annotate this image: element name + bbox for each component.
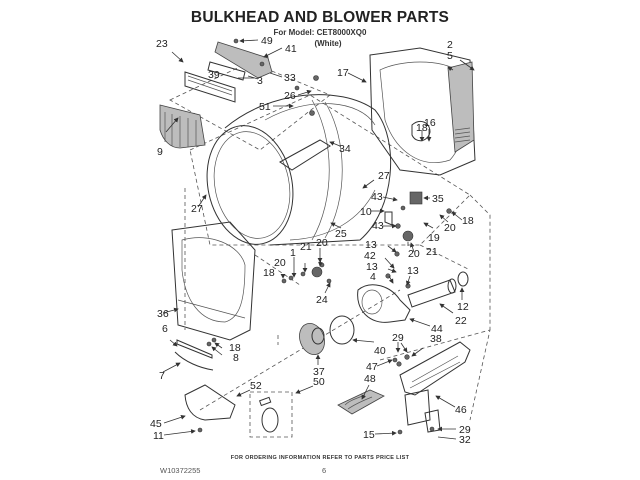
- callout-43-lower: 43: [372, 220, 384, 232]
- callout-2: 2: [447, 39, 453, 51]
- callout-3: 3: [257, 75, 263, 87]
- callout-39: 39: [208, 69, 220, 81]
- part-drum: [206, 94, 392, 246]
- callout-52: 52: [250, 380, 262, 392]
- callout-47: 47: [366, 361, 378, 373]
- callout-20-right: 20: [444, 222, 456, 234]
- part-blower-housing: [357, 284, 411, 323]
- callout-46: 46: [455, 404, 467, 416]
- callout-17: 17: [337, 67, 349, 79]
- callout-38: 38: [430, 333, 442, 345]
- callout-8: 8: [233, 352, 239, 364]
- part-heater-element: [337, 389, 385, 415]
- callout-15: 15: [363, 429, 375, 441]
- callout-leaders: [162, 38, 475, 440]
- callout-33: 33: [284, 72, 296, 84]
- callout-20-left: 20: [274, 257, 286, 269]
- callout-48: 48: [364, 373, 376, 385]
- callout-21-left: 21: [300, 241, 312, 253]
- callout-51: 51: [259, 101, 271, 113]
- callout-16: 16: [424, 117, 436, 129]
- callout-23: 23: [156, 38, 168, 50]
- callout-13-mid: 13: [366, 261, 378, 273]
- callout-20-mid: 20: [408, 248, 420, 260]
- callout-25: 25: [335, 228, 347, 240]
- callout-9: 9: [157, 146, 163, 158]
- callout-13-top: 13: [365, 239, 377, 251]
- callout-34: 34: [339, 143, 351, 155]
- diagram-title: BULKHEAD AND BLOWER PARTS: [190, 9, 450, 26]
- part-blower-outlet-housing: [184, 384, 236, 421]
- part-rear-bulkhead: [369, 47, 476, 176]
- callout-18-front: 18: [263, 267, 275, 279]
- part-exhaust-duct: [407, 271, 469, 308]
- callout-27-right: 27: [378, 170, 390, 182]
- callout-26: 26: [284, 90, 296, 102]
- assembly-guide-lines: [169, 61, 491, 421]
- callout-27-left: 27: [191, 203, 203, 215]
- callout-44: 44: [431, 323, 443, 335]
- document-number: W10372255: [160, 466, 201, 475]
- part-seal-ring: [329, 315, 355, 345]
- part-belt-kit: [249, 391, 293, 438]
- callout-18-rear: 18: [416, 122, 428, 134]
- fasteners: [197, 38, 452, 435]
- callout-43-upper: 43: [371, 191, 383, 203]
- callout-36: 36: [157, 308, 169, 320]
- color-line: (White): [314, 39, 342, 48]
- callout-10: 10: [360, 206, 372, 218]
- callout-29-upper: 29: [392, 332, 404, 344]
- callout-35: 35: [432, 193, 444, 205]
- callout-29-lower: 29: [459, 424, 471, 436]
- callout-6: 6: [162, 323, 168, 335]
- callout-20-top: 20: [316, 237, 328, 249]
- part-heater-duct: [399, 341, 471, 433]
- callout-24: 24: [316, 294, 328, 306]
- callout-18-motor: 18: [462, 215, 474, 227]
- part-front-bulkhead: [171, 221, 256, 341]
- callout-12: 12: [457, 301, 469, 313]
- model-line: For Model: CET8000XQ0: [273, 28, 367, 37]
- part-top-grille: [214, 41, 273, 79]
- part-drum-baffle: [279, 139, 331, 171]
- callout-5: 5: [447, 50, 453, 62]
- callout-40: 40: [374, 345, 386, 357]
- part-motor-bracket: [311, 191, 423, 278]
- callout-50: 50: [313, 376, 325, 388]
- part-lint-screen: [159, 104, 206, 149]
- callout-37: 37: [313, 366, 325, 378]
- callout-labels: 23 49 41 39 3 33 9 26 51 17 2 5 18 16 34…: [150, 35, 474, 446]
- callout-41: 41: [285, 43, 297, 55]
- callout-21-right: 21: [426, 246, 438, 258]
- callout-1: 1: [290, 247, 296, 259]
- callout-49: 49: [261, 35, 273, 47]
- page-number: 6: [322, 466, 327, 475]
- part-filter-housing: [184, 61, 246, 103]
- callout-42: 42: [364, 250, 376, 262]
- callout-45: 45: [150, 418, 162, 430]
- callout-4: 4: [370, 271, 376, 283]
- callout-19: 19: [428, 232, 440, 244]
- callout-22: 22: [455, 315, 467, 327]
- callout-32: 32: [459, 434, 471, 446]
- part-blower-wheel: [299, 323, 325, 355]
- callout-13-right: 13: [407, 265, 419, 277]
- callout-11: 11: [153, 430, 164, 442]
- callout-18-lower: 18: [229, 342, 241, 354]
- ordering-note: FOR ORDERING INFORMATION REFER TO PARTS …: [230, 455, 410, 461]
- callout-7: 7: [159, 370, 165, 382]
